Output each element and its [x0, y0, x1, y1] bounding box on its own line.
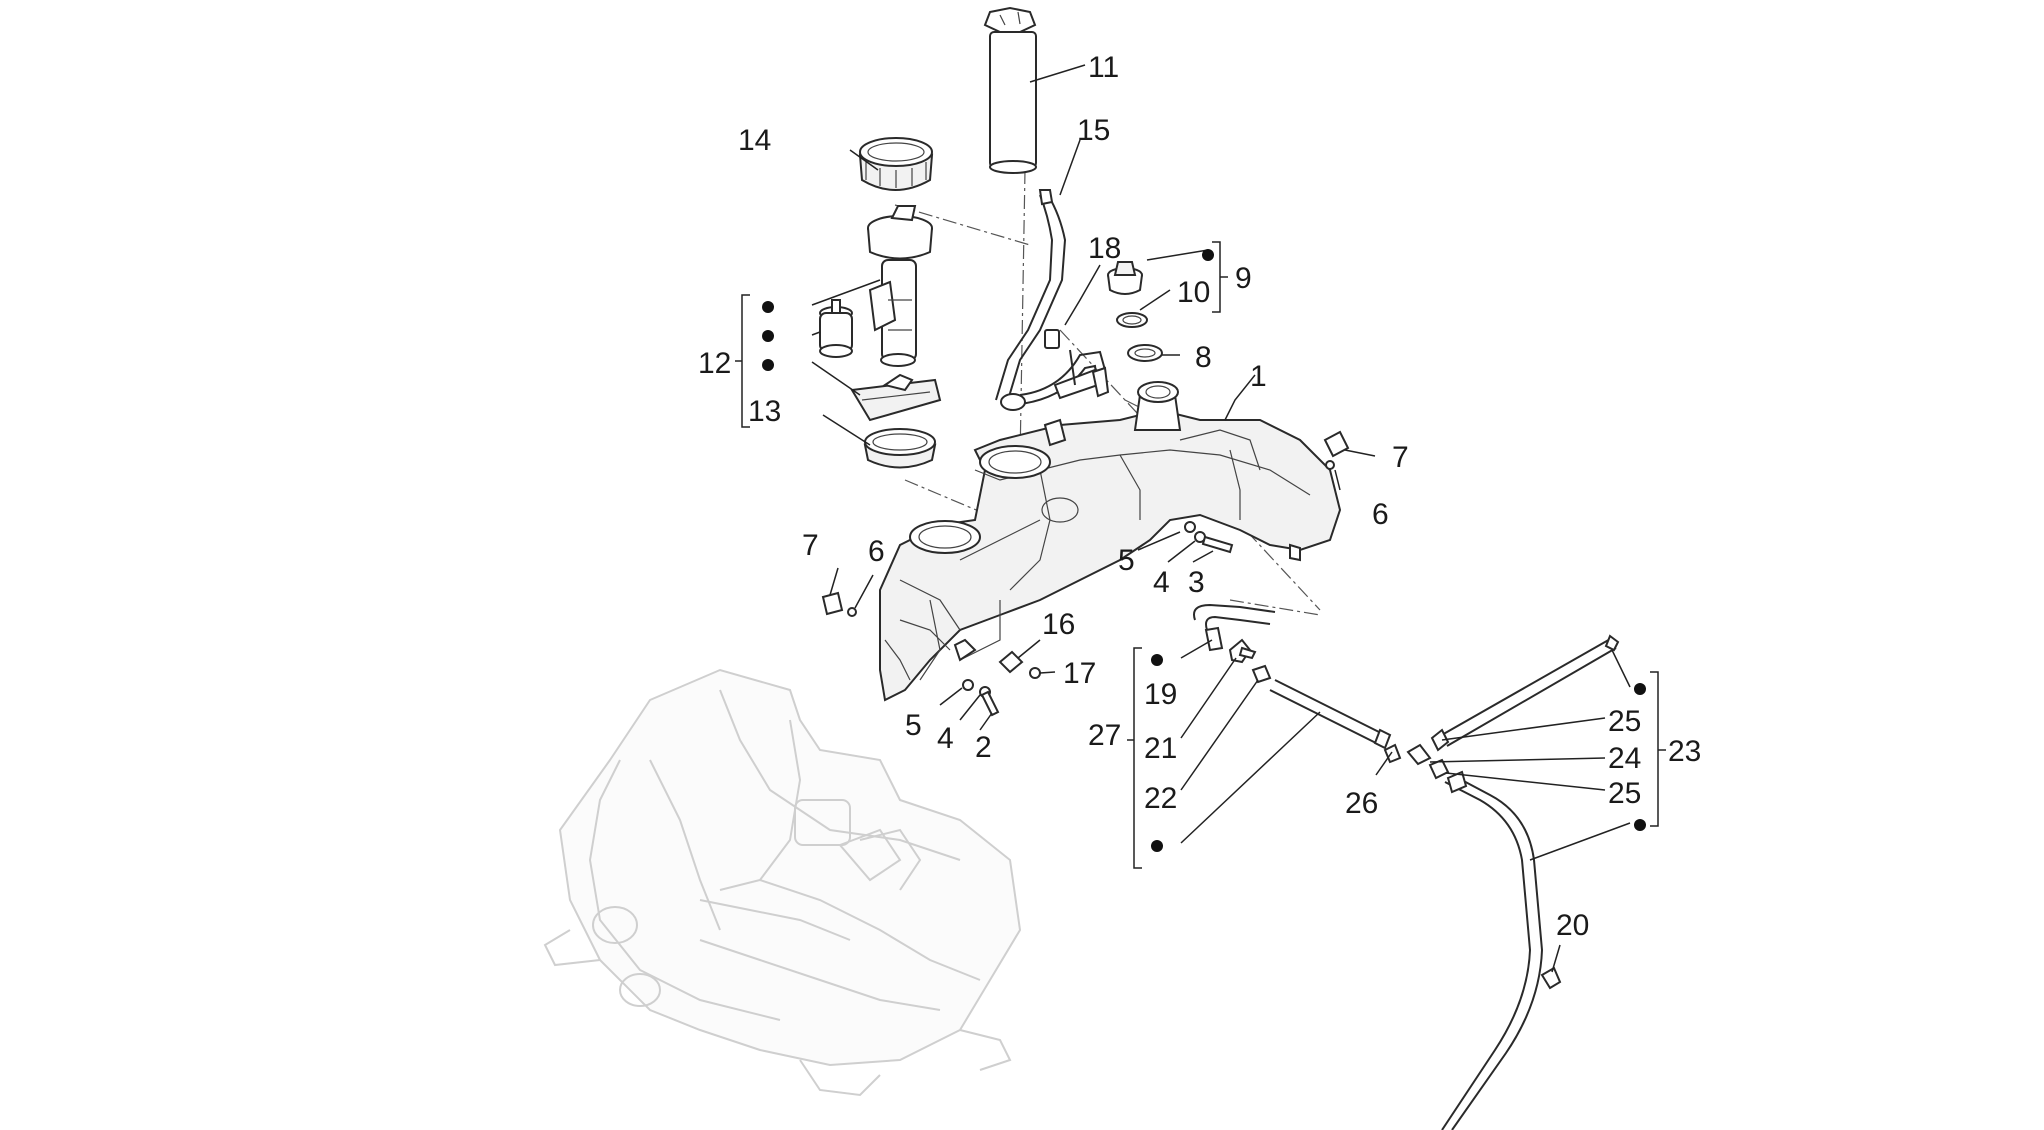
- callout-27: 27: [1088, 719, 1121, 752]
- callout-17: 17: [1063, 657, 1096, 690]
- callout-7-left: 7: [802, 529, 819, 562]
- callout-8: 8: [1195, 341, 1212, 374]
- bullet-dots: [762, 249, 1646, 852]
- callout-4-upper: 4: [1153, 566, 1170, 599]
- callout-6-left: 6: [868, 535, 885, 568]
- filler-neck: [1133, 381, 1182, 431]
- callout-26: 26: [1345, 787, 1378, 820]
- group-brackets: [735, 241, 1666, 869]
- fuel-level-sender: [983, 6, 1037, 174]
- callout-6-right: 6: [1372, 498, 1389, 531]
- cap-seal: [1116, 312, 1148, 328]
- fuel-tank: [879, 408, 1342, 702]
- callout-19: 19: [1144, 678, 1177, 711]
- callout-24: 24: [1608, 742, 1641, 775]
- callout-3: 3: [1188, 566, 1205, 599]
- fuel-cap: [1107, 261, 1143, 295]
- callout-1: 1: [1250, 360, 1267, 393]
- callout-25-upper: 25: [1608, 705, 1641, 738]
- fuel-filter: [819, 299, 853, 358]
- callout-11: 11: [1088, 51, 1119, 84]
- fuel-pump-assembly: [867, 205, 933, 367]
- callout-12: 12: [698, 347, 731, 380]
- callout-20: 20: [1556, 909, 1589, 942]
- vent-valve-assembly: [1193, 603, 1402, 764]
- callout-5-upper: 5: [1118, 544, 1135, 577]
- callout-23: 23: [1668, 735, 1701, 768]
- callout-18: 18: [1088, 232, 1121, 265]
- callout-14: 14: [738, 124, 771, 157]
- callout-labels: 1 2 3 4 4 5 5 6 6 7 7 8 9 10 11 12 13 14…: [698, 51, 1701, 942]
- lock-ring: [858, 137, 934, 191]
- overflow-hoses: [1406, 634, 1620, 1130]
- callout-7-right: 7: [1392, 441, 1409, 474]
- callout-16: 16: [1042, 608, 1075, 641]
- pump-strainer: [850, 373, 942, 422]
- vent-hose: [995, 189, 1110, 411]
- frame-ghost-outline: [543, 668, 1022, 1097]
- callout-4-lower: 4: [937, 722, 954, 755]
- callout-15: 15: [1077, 114, 1110, 147]
- pump-gasket-ring: [863, 428, 937, 469]
- callout-10: 10: [1177, 276, 1210, 309]
- leader-lines: [811, 64, 1631, 973]
- callout-25-lower: 25: [1608, 777, 1641, 810]
- callout-21: 21: [1144, 732, 1177, 765]
- filler-ring: [1127, 344, 1163, 362]
- callout-13: 13: [748, 395, 781, 428]
- callout-22: 22: [1144, 782, 1177, 815]
- callout-2: 2: [975, 731, 992, 764]
- callout-9: 9: [1235, 262, 1252, 295]
- callout-5-lower: 5: [905, 709, 922, 742]
